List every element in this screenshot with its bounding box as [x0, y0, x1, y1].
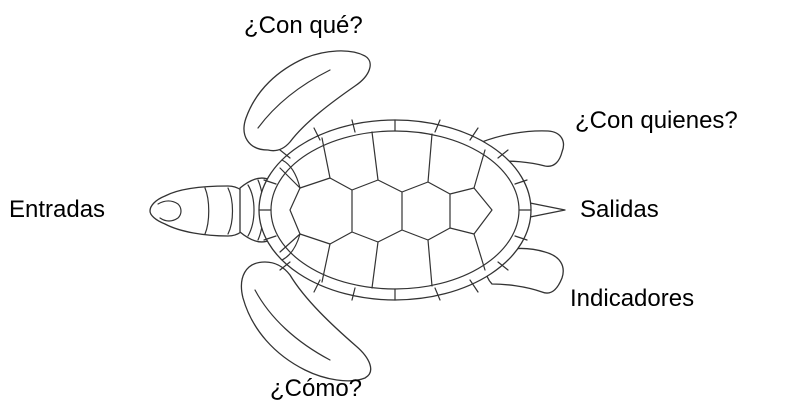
label-indicadores: Indicadores	[570, 287, 694, 311]
label-con-que: ¿Con qué?	[244, 14, 363, 38]
label-entradas: Entradas	[9, 198, 105, 222]
label-como: ¿Cómo?	[270, 377, 362, 401]
label-salidas: Salidas	[580, 198, 659, 222]
head	[150, 186, 248, 236]
shell-outer	[259, 120, 531, 300]
label-con-quienes: ¿Con quienes?	[575, 109, 738, 133]
